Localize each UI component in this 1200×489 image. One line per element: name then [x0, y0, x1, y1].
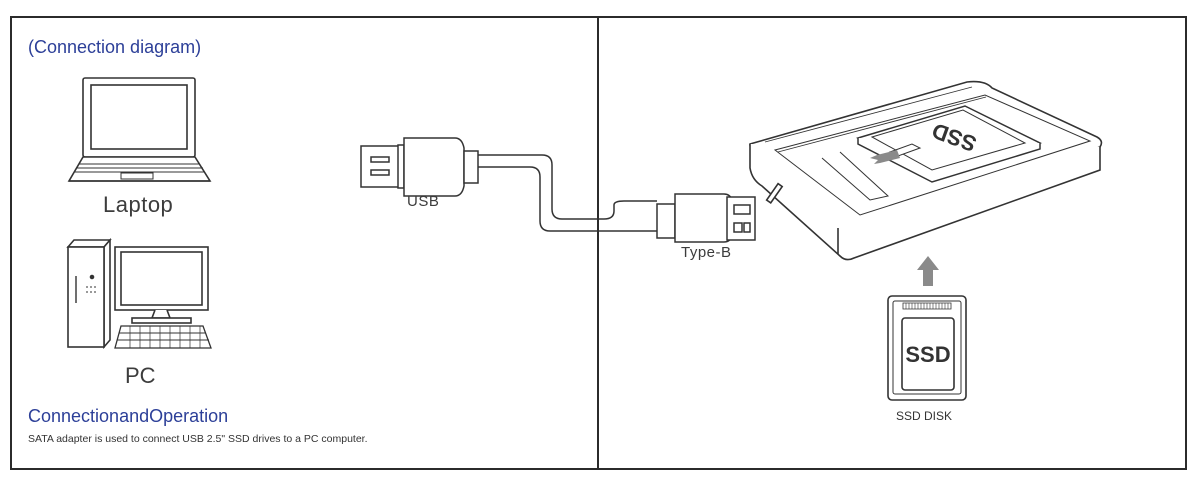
- panel-divider: [597, 16, 599, 470]
- pc-tower-icon: [66, 237, 112, 350]
- up-arrow-icon: [917, 256, 939, 286]
- keyboard-icon: [114, 325, 212, 349]
- disk-ssd-text: SSD: [905, 342, 950, 367]
- laptop-label: Laptop: [103, 192, 174, 217]
- ssd-disk-label: SSD DISK: [896, 409, 953, 423]
- type-b-label: Type-B: [681, 244, 732, 261]
- pc-label: PC: [125, 363, 156, 388]
- ssd-disk-icon: [887, 295, 967, 401]
- laptop-icon: [67, 77, 212, 182]
- insert-arrow-icon: [870, 150, 900, 164]
- operation-description: SATA adapter is used to connect USB 2.5"…: [28, 433, 368, 445]
- type-b-connector-icon: [656, 193, 756, 243]
- lid-ssd-icon: [855, 105, 1043, 183]
- usb-cable: [478, 154, 657, 232]
- usb-label: USB: [407, 193, 440, 210]
- operation-title: ConnectionandOperation: [28, 406, 229, 426]
- diagram-heading: (Connection diagram): [28, 37, 202, 57]
- usb-a-connector-icon: [360, 137, 479, 197]
- monitor-icon: [114, 246, 209, 324]
